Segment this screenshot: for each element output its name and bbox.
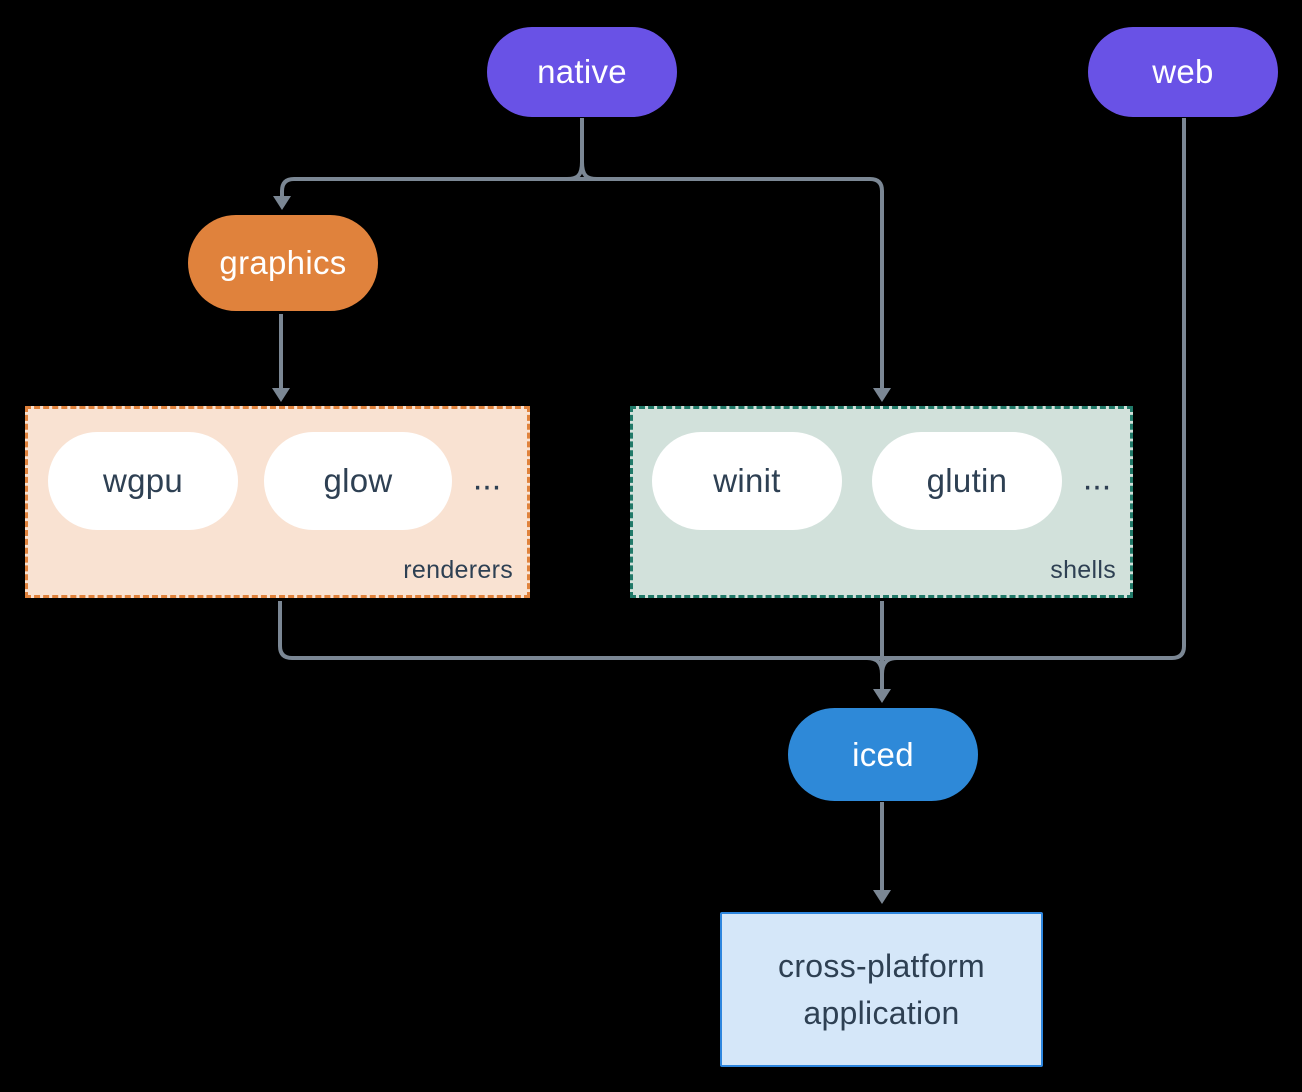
group-renderers: wgpu glow ... renderers bbox=[25, 406, 530, 598]
arrowhead-graphics bbox=[273, 196, 291, 210]
node-winit: winit bbox=[652, 432, 842, 530]
edge-renderers-merge bbox=[278, 601, 880, 660]
node-glutin: glutin bbox=[872, 432, 1062, 530]
group-renderers-label: renderers bbox=[403, 556, 513, 584]
shells-ellipsis: ... bbox=[1082, 459, 1112, 498]
node-glutin-label: glutin bbox=[926, 462, 1008, 499]
node-cross-platform-application: cross-platform application bbox=[720, 912, 1043, 1067]
arrowhead-iced bbox=[873, 689, 891, 703]
node-glow: glow bbox=[264, 432, 452, 530]
arrowhead-app bbox=[873, 890, 891, 904]
app-label-line1: cross-platform bbox=[778, 947, 985, 984]
node-web-label: web bbox=[1152, 53, 1214, 90]
node-web: web bbox=[1088, 27, 1278, 117]
node-winit-label: winit bbox=[713, 462, 781, 499]
group-shells: winit glutin ... shells bbox=[630, 406, 1133, 598]
edge-split-flare-right bbox=[580, 161, 598, 181]
arrowhead-renderers bbox=[272, 388, 290, 402]
node-wgpu: wgpu bbox=[48, 432, 238, 530]
node-native-label: native bbox=[537, 53, 627, 90]
renderers-ellipsis: ... bbox=[472, 459, 502, 498]
node-iced-label: iced bbox=[852, 735, 914, 773]
node-iced: iced bbox=[788, 708, 978, 801]
node-graphics: graphics bbox=[188, 215, 378, 311]
edge-merge-flare-left bbox=[866, 656, 884, 675]
app-label-line2: application bbox=[803, 994, 960, 1031]
node-native: native bbox=[487, 27, 677, 117]
edge-merge-flare-right bbox=[880, 656, 898, 675]
node-glow-label: glow bbox=[323, 462, 393, 499]
arrowhead-shells bbox=[873, 388, 891, 402]
edge-split-flare-left bbox=[566, 161, 584, 181]
node-wgpu-label: wgpu bbox=[102, 462, 184, 499]
node-graphics-label: graphics bbox=[219, 244, 347, 281]
group-shells-label: shells bbox=[1050, 556, 1116, 584]
